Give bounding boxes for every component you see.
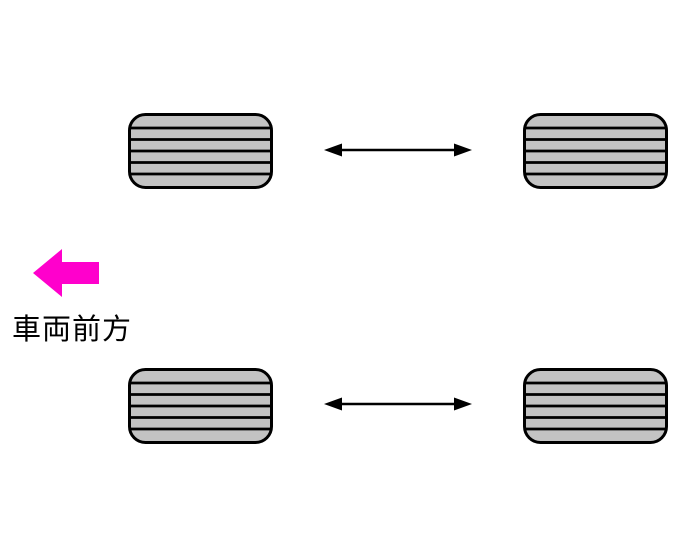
- arrowhead-left: [324, 143, 342, 157]
- vehicle-front-label: 車両前方: [12, 314, 133, 346]
- tire-tread-lines: [129, 381, 272, 431]
- rear-swap-double-arrow-icon: [324, 397, 472, 411]
- block-arrow-left: [33, 249, 99, 297]
- arrowhead-right: [454, 143, 472, 157]
- arrowhead-left: [324, 397, 342, 411]
- tire-front-right-icon: [523, 113, 668, 189]
- tire-tread-lines: [129, 126, 272, 176]
- arrowhead-right: [454, 397, 472, 411]
- tire-tread-lines: [524, 381, 667, 431]
- tire-rear-right-icon: [523, 368, 668, 444]
- front-swap-double-arrow-icon: [324, 143, 472, 157]
- vehicle-front-arrow-icon: [33, 249, 99, 297]
- tire-rear-left-icon: [128, 368, 273, 444]
- tire-tread-lines: [524, 126, 667, 176]
- tire-front-left-icon: [128, 113, 273, 189]
